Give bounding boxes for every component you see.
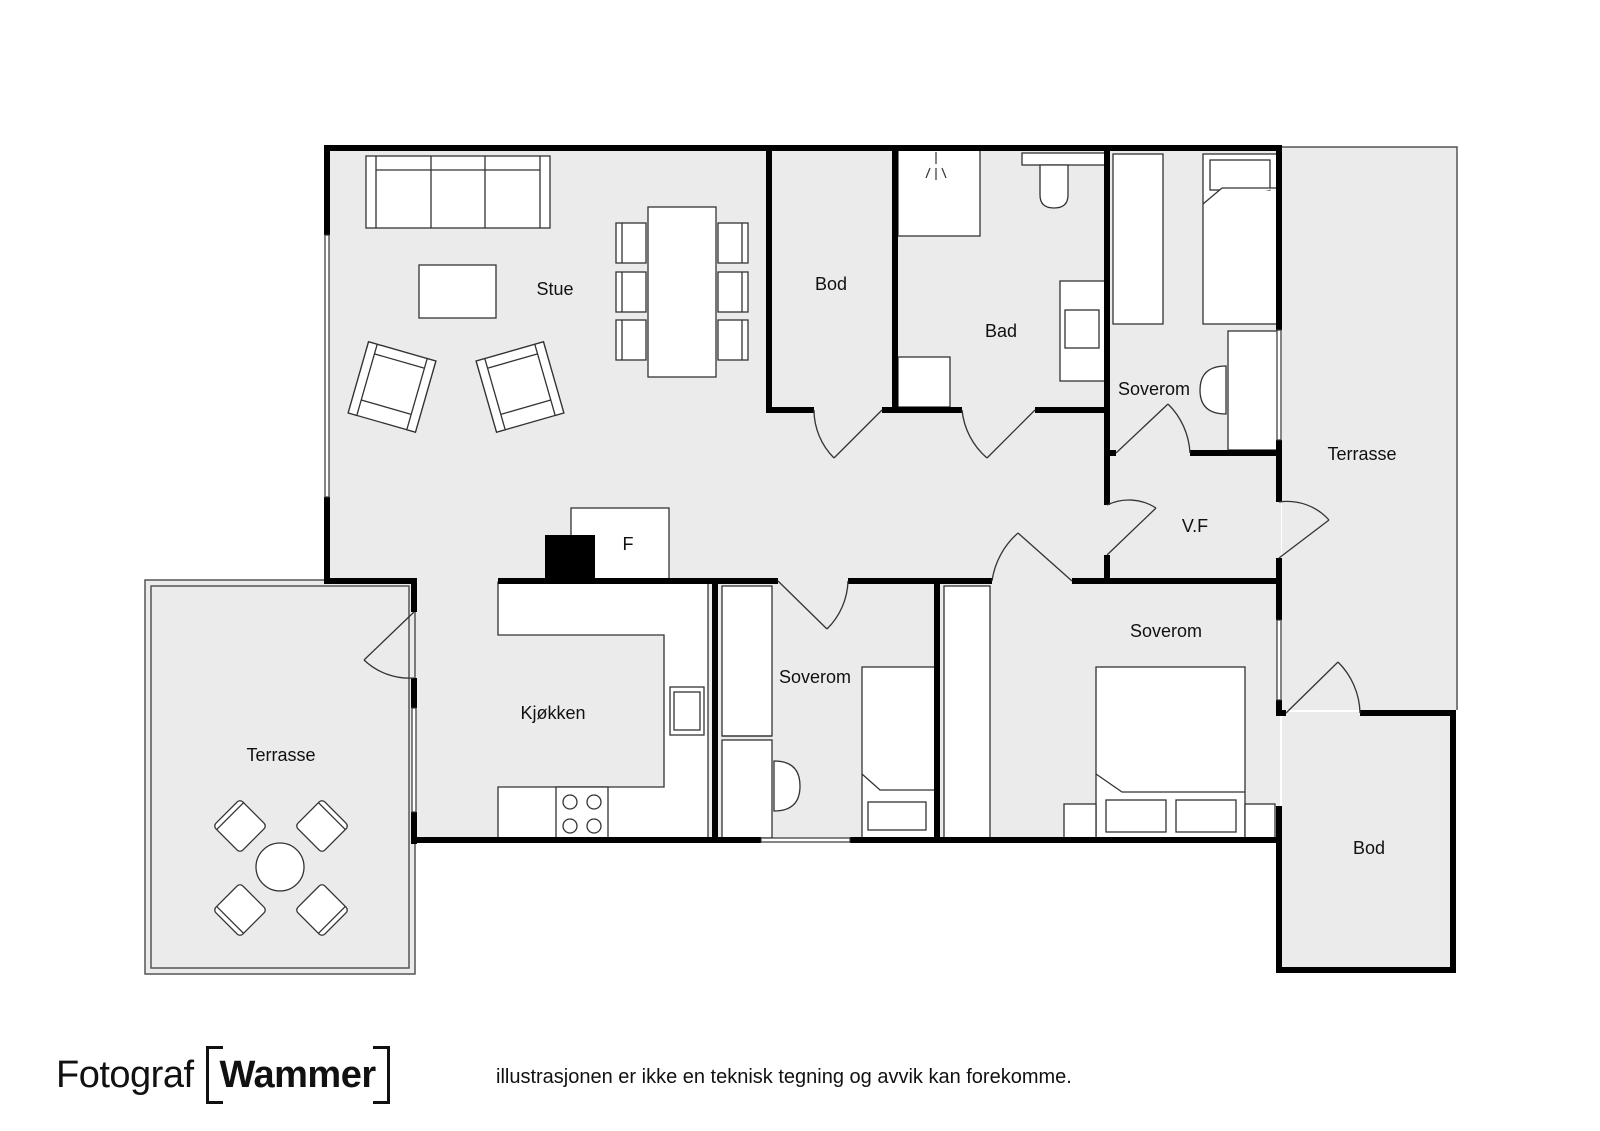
nightstand-right xyxy=(1244,803,1276,839)
shower-icon xyxy=(925,152,947,180)
doors xyxy=(363,403,1361,714)
door-terrace-left xyxy=(363,611,415,679)
furniture xyxy=(214,149,1279,936)
bath-sink xyxy=(1064,309,1100,349)
floor-bod-bottom xyxy=(1282,712,1454,968)
door-bod-top xyxy=(813,409,883,459)
label-stue: Stue xyxy=(536,279,573,299)
chair-small xyxy=(773,760,801,812)
bracket-top-right xyxy=(372,1046,390,1063)
sofa xyxy=(365,155,551,229)
coffee-table xyxy=(418,264,497,319)
brand-name-box: Wammer xyxy=(205,1046,390,1104)
floor-terrace-left xyxy=(145,580,415,974)
brand-logo: Fotograf Wammer xyxy=(56,1044,390,1106)
wardrobe-small xyxy=(721,585,773,737)
terrace-chair-4 xyxy=(296,884,348,936)
toilet xyxy=(1039,164,1069,209)
label-vf: V.F xyxy=(1182,516,1208,536)
disclaimer-text: illustrasjonen er ikke en teknisk tegnin… xyxy=(496,1066,1072,1088)
floor-terrace-right xyxy=(1282,147,1457,710)
washer xyxy=(897,356,951,408)
desk-small xyxy=(721,739,773,839)
nightstand-left xyxy=(1063,803,1097,839)
window-top-bedroom xyxy=(1276,329,1282,441)
label-terrasse-right: Terrasse xyxy=(1327,444,1396,464)
fireplace-solid xyxy=(545,535,595,580)
terrace-chair-1 xyxy=(214,800,266,852)
brand-name-fotograf: Fotograf xyxy=(56,1053,194,1096)
door-soverom-top xyxy=(1115,403,1191,454)
label-bad: Bad xyxy=(985,321,1017,341)
label-kjokken: Kjøkken xyxy=(520,703,585,723)
terrace-left-inner xyxy=(150,585,410,969)
bracket-top-left xyxy=(205,1046,223,1063)
kitchen-stove xyxy=(555,786,609,840)
bracket-bottom-right xyxy=(372,1087,390,1104)
chair-top xyxy=(1199,365,1227,415)
wardrobe-top xyxy=(1112,153,1164,325)
footer: Fotograf Wammer illustrasjonen er ikke e… xyxy=(0,1040,1600,1120)
bracket-left xyxy=(205,1046,209,1104)
window-kitchen xyxy=(411,707,417,813)
shower xyxy=(897,149,981,237)
door-bod-bottom xyxy=(1285,661,1361,714)
bracket-right xyxy=(386,1046,390,1104)
window-small-bedroom xyxy=(760,837,851,843)
door-soverom-small xyxy=(777,580,849,630)
door-bad xyxy=(961,409,1036,459)
label-bod-bottom: Bod xyxy=(1353,838,1385,858)
label-soverom-large: Soverom xyxy=(1130,621,1202,641)
armchair-left xyxy=(347,340,437,434)
desk-top xyxy=(1227,330,1279,451)
window-large-bedroom xyxy=(1276,619,1282,701)
door-soverom-large xyxy=(991,532,1073,582)
dining-table xyxy=(647,206,717,378)
door-vf-left xyxy=(1106,499,1157,556)
bracket-bottom-left xyxy=(205,1087,223,1104)
wardrobe-large xyxy=(943,585,991,839)
armchair-right xyxy=(475,340,565,434)
door-vf-right xyxy=(1278,500,1330,559)
label-terrasse-left: Terrasse xyxy=(246,745,315,765)
label-soverom-top: Soverom xyxy=(1118,379,1190,399)
terrace-chair-2 xyxy=(296,800,348,852)
terrace-table xyxy=(255,842,305,892)
label-fireplace: F xyxy=(623,534,634,554)
windows xyxy=(324,234,1282,843)
label-bod-top: Bod xyxy=(815,274,847,294)
room-labels: Stue Bod Bad Soverom Terrasse V.F F Kjøk… xyxy=(246,274,1396,858)
walls xyxy=(324,145,1456,973)
terrace-right-outline xyxy=(1282,146,1458,710)
brand-name-wammer: Wammer xyxy=(219,1053,377,1096)
toilet-tank xyxy=(1021,152,1107,166)
label-soverom-small: Soverom xyxy=(779,667,851,687)
terrace-chair-3 xyxy=(214,884,266,936)
window-stue xyxy=(324,234,330,498)
